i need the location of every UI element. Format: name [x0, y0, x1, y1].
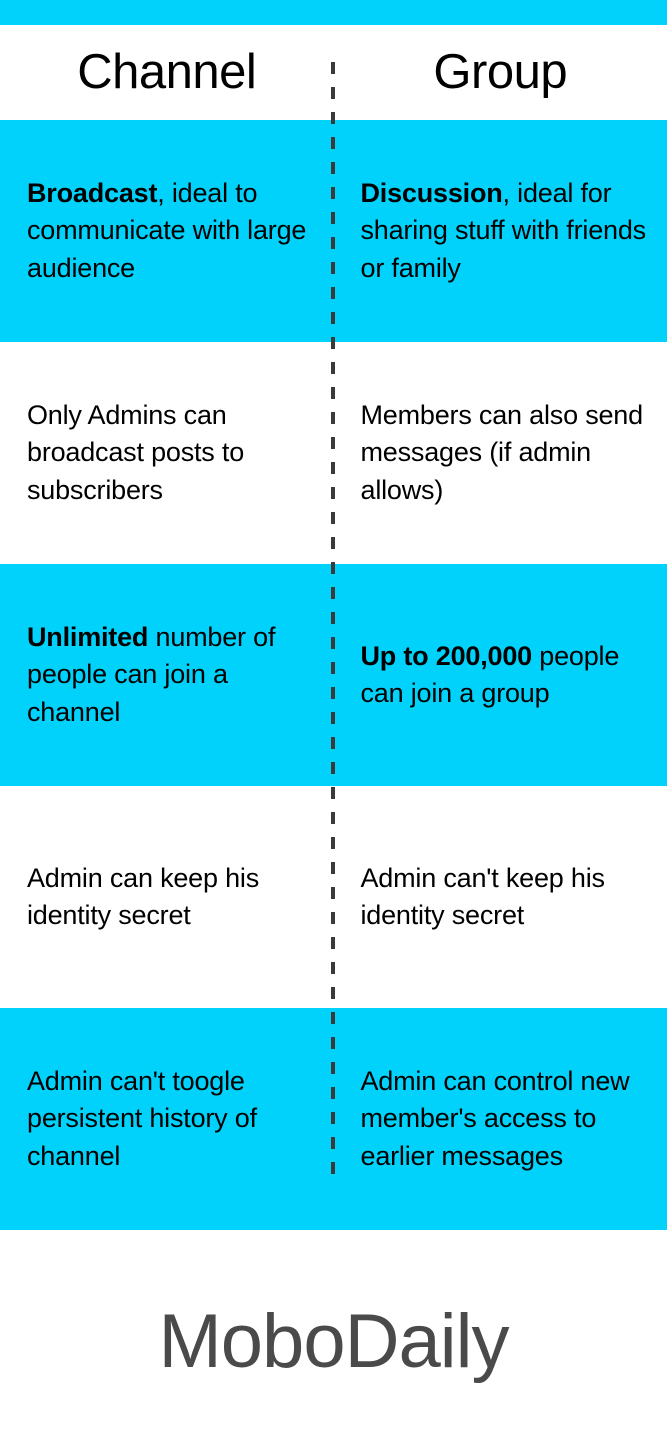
cell-channel: Admin can't toogle persistent history of…: [0, 1008, 334, 1230]
cell-channel: Unlimited number of people can join a ch…: [0, 564, 334, 786]
cell-emphasis: Broadcast: [27, 178, 158, 209]
column-divider-dashed-line: [331, 62, 335, 1180]
cell-text-channel: Only Admins can broadcast posts to subsc…: [27, 400, 245, 505]
cell-text-channel: Admin can't toogle persistent history of…: [27, 1066, 257, 1171]
cell-text-channel: Broadcast, ideal to communicate with lar…: [27, 178, 307, 283]
cell-emphasis: Up to 200,000: [360, 640, 533, 671]
footer-branding: MoboDaily: [0, 1230, 667, 1454]
header-cell-channel: Channel: [0, 25, 334, 120]
cell-emphasis: Discussion: [360, 178, 503, 209]
cell-text-group: Admin can't keep his identity secret: [360, 862, 605, 930]
cell-emphasis: Unlimited: [27, 622, 149, 653]
cell-group: Up to 200,000 people can join a group: [334, 564, 667, 786]
cell-group: Admin can't keep his identity secret: [334, 786, 667, 1008]
cell-group: Admin can control new member's access to…: [334, 1008, 667, 1230]
top-accent-bar: [0, 0, 667, 25]
header-cell-group: Group: [334, 25, 667, 120]
cell-text-group: Up to 200,000 people can join a group: [360, 640, 620, 708]
cell-channel: Broadcast, ideal to communicate with lar…: [0, 120, 334, 342]
brand-wordmark: MoboDaily: [158, 1299, 509, 1384]
cell-text-group: Members can also send messages (if admin…: [360, 400, 644, 505]
column-title-group: Group: [433, 45, 568, 99]
cell-group: Discussion, ideal for sharing stuff with…: [334, 120, 667, 342]
cell-channel: Admin can keep his identity secret: [0, 786, 334, 1008]
cell-channel: Only Admins can broadcast posts to subsc…: [0, 342, 334, 564]
column-title-channel: Channel: [77, 45, 257, 99]
cell-group: Members can also send messages (if admin…: [334, 342, 667, 564]
cell-text-channel: Unlimited number of people can join a ch…: [27, 622, 276, 727]
cell-text-group: Discussion, ideal for sharing stuff with…: [360, 178, 647, 283]
cell-text-channel: Admin can keep his identity secret: [27, 862, 260, 930]
cell-text-group: Admin can control new member's access to…: [360, 1066, 630, 1171]
